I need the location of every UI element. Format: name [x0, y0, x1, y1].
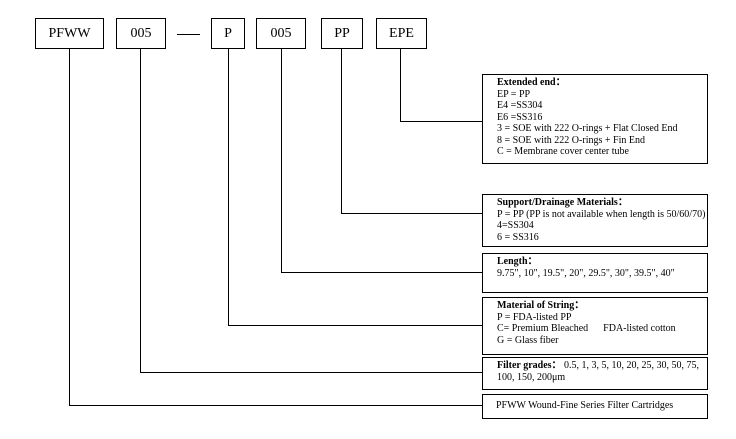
extended-end-line: C = Membrane cover center tube — [497, 146, 629, 157]
support-title: Support/Drainage Materials： — [497, 197, 628, 208]
code-extended-end: EPE — [376, 18, 427, 49]
connector-series — [69, 49, 482, 406]
material-line: C= Premium Bleached FDA-listed cotton — [497, 323, 676, 334]
support-line: 4=SS304 — [497, 220, 534, 231]
extended-end-line: 3 = SOE with 222 O-rings + Flat Closed E… — [497, 123, 678, 134]
code-material: P — [211, 18, 245, 49]
length-box: Length： 9.75", 10", 19.5", 20", 29.5", 3… — [482, 253, 708, 293]
grades-box: Filter grades： 0.5, 1, 3, 5, 10, 20, 25,… — [482, 357, 708, 390]
extended-end-box: Extended end： EP = PP E4 =SS304 E6 =SS31… — [482, 74, 708, 164]
extended-end-line: E4 =SS304 — [497, 100, 543, 111]
length-title: Length： — [497, 256, 538, 267]
connector-support — [341, 49, 482, 214]
grades-line: 100, 150, 200μm — [497, 371, 566, 383]
connector-extended-end — [400, 49, 482, 122]
code-support: PP — [321, 18, 363, 49]
code-grade: 005 — [116, 18, 166, 49]
extended-end-line: EP = PP — [497, 88, 531, 100]
grades-values: 0.5, 1, 3, 5, 10, 20, 25, 30, 50, 75, — [564, 360, 700, 371]
grades-title: Filter grades： — [497, 360, 562, 371]
material-box: Material of String： P = FDA-listed PP C=… — [482, 297, 708, 355]
connector-grades — [140, 49, 482, 373]
extended-end-line: E6 =SS316 — [497, 111, 543, 123]
length-line: 9.75", 10", 19.5", 20", 29.5", 30", 39.5… — [497, 267, 675, 279]
support-line: P = PP (PP is not available when length … — [497, 208, 706, 220]
material-title: Material of String： — [497, 300, 585, 311]
code-series: PFWW — [35, 18, 104, 49]
extended-end-title: Extended end： — [497, 77, 566, 88]
series-box: PFWW Wound-Fine Series Filter Cartridges — [482, 394, 708, 419]
material-line: G = Glass fiber — [497, 334, 559, 346]
code-length: 005 — [256, 18, 306, 49]
series-text: PFWW Wound-Fine Series Filter Cartridges — [496, 400, 674, 411]
support-box: Support/Drainage Materials： P = PP (PP i… — [482, 194, 708, 247]
support-line: 6 = SS316 — [497, 231, 539, 243]
material-line: P = FDA-listed PP — [497, 311, 572, 323]
connector-material — [228, 49, 482, 326]
extended-end-line: 8 = SOE with 222 O-rings + Fin End — [497, 134, 645, 146]
connector-length — [281, 49, 482, 273]
